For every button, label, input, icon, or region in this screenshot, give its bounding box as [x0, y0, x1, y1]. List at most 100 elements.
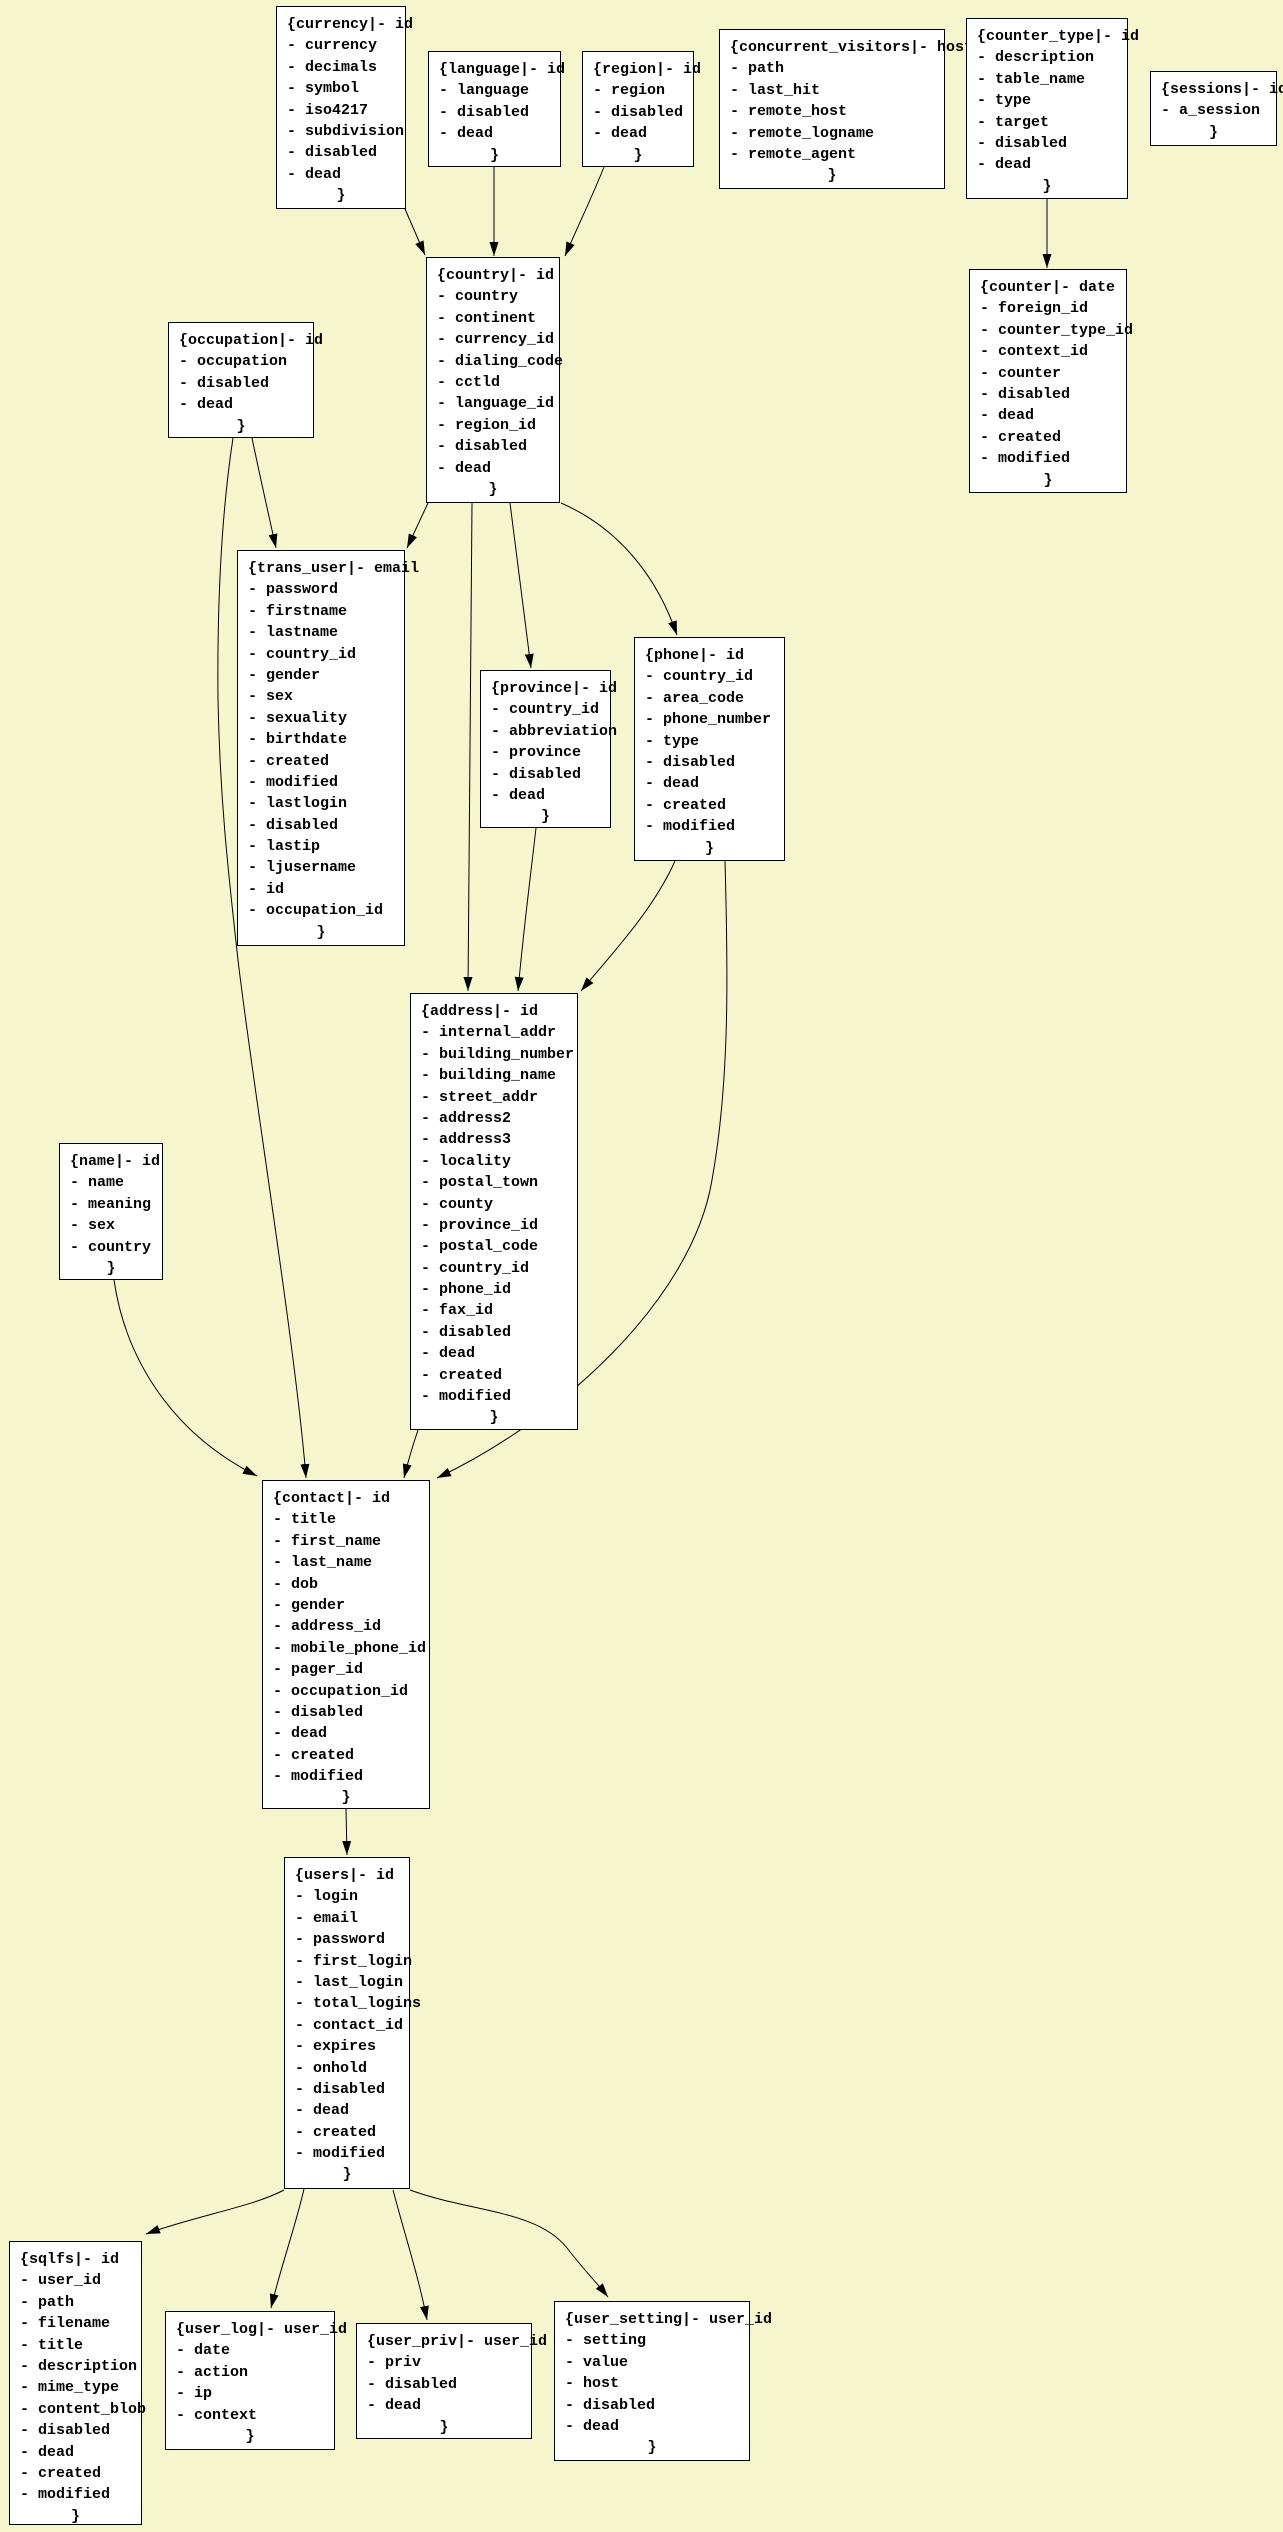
table-address-field-building_number: - building_number — [421, 1045, 575, 1063]
table-sessions-field-a_session: - a_session — [1161, 102, 1261, 120]
table-country-field-currency_id: - currency_id — [437, 331, 555, 349]
table-name-close-brace: } — [106, 1259, 116, 1277]
table-country-field-dead: - dead — [437, 459, 492, 477]
edge-country-to-address — [463, 502, 473, 992]
table-users: {users|- id - login - email - password - fir… — [284, 1857, 421, 2189]
edge-country-to-trans_user — [406, 502, 429, 549]
table-trans_user: {trans_user|- email- password- firstname… — [237, 550, 419, 946]
table-sqlfs-field-dead: - dead — [20, 2443, 75, 2461]
table-sqlfs-field-created: - created — [20, 2464, 102, 2482]
table-counter-field-created: - created — [980, 428, 1062, 446]
table-phone-field-phone_number: - phone_number — [645, 711, 772, 729]
table-trans_user-field-lastname: - lastname — [248, 624, 339, 642]
table-sqlfs-field-user_id: - user_id — [20, 2272, 102, 2290]
table-occupation-close-brace: } — [236, 417, 246, 435]
table-address-field-province_id: - province_id — [421, 1216, 539, 1234]
edge-occupation-to-trans_user — [251, 437, 278, 549]
table-phone-field-type: - type — [645, 732, 700, 750]
table-counter_type-field-dead: - dead — [977, 156, 1032, 174]
table-province-field-dead: - dead — [491, 786, 546, 804]
table-phone-field-country_id: - country_id — [645, 668, 754, 686]
table-occupation-title: {occupation|- id — [179, 332, 324, 349]
table-counter-close-brace: } — [1043, 471, 1053, 489]
table-sessions: {sessions|- id - a_session} — [1150, 71, 1283, 146]
table-contact-close-brace: } — [341, 1789, 351, 1807]
table-users-field-password: - password — [295, 1931, 386, 1949]
table-users-title: {users|- id — [295, 1867, 395, 1884]
table-address-field-building_name: - building_name — [421, 1067, 557, 1085]
table-contact-field-address_id: - address_id — [273, 1618, 382, 1636]
table-contact-field-pager_id: - pager_id — [273, 1661, 364, 1679]
table-trans_user-close-brace: } — [316, 923, 326, 941]
table-concurrent_visitors-field-remote_logname: - remote_logname — [730, 124, 875, 142]
table-occupation-field-occupation: - occupation — [179, 353, 288, 371]
table-trans_user-field-occupation_id: - occupation_id — [248, 902, 384, 920]
edge-name-to-contact — [113, 1279, 258, 1477]
table-address-field-postal_code: - postal_code — [421, 1238, 539, 1256]
table-sessions-close-brace: } — [1208, 123, 1218, 141]
table-trans_user-field-created: - created — [248, 752, 330, 770]
table-trans_user-field-lastip: - lastip — [248, 838, 321, 856]
edge-occupation-to-contact — [217, 437, 310, 1479]
table-language-field-dead: - dead — [439, 125, 494, 143]
table-sessions-title: {sessions|- id — [1161, 81, 1283, 98]
table-trans_user-field-gender: - gender — [248, 666, 321, 684]
table-users-field-modified: - modified — [295, 2145, 386, 2163]
table-user_log-field-action: - action — [176, 2363, 249, 2381]
table-counter_type-field-target: - target — [977, 113, 1050, 131]
table-contact-field-title: - title — [273, 1511, 337, 1529]
table-province-field-disabled: - disabled — [491, 765, 582, 783]
table-counter-field-dead: - dead — [980, 407, 1035, 425]
table-region-field-dead: - dead — [593, 125, 648, 143]
table-occupation: {occupation|- id- occupation- disabled- … — [168, 322, 324, 438]
table-counter_type: {counter_type|- id- description- table_n… — [966, 18, 1139, 199]
edge-currency-to-country — [404, 208, 426, 256]
table-address-close-brace: } — [489, 1409, 499, 1427]
table-concurrent_visitors-close-brace: } — [827, 167, 837, 185]
table-users-field-login: - login — [295, 1888, 359, 1906]
table-address: {address|- id- internal_addr- building_n… — [410, 993, 578, 1430]
table-contact-field-modified: - modified — [273, 1768, 364, 1786]
table-counter-field-context_id: - context_id — [980, 343, 1089, 361]
table-currency-field-iso4217: - iso4217 — [287, 101, 369, 119]
table-users-close-brace: } — [342, 2166, 352, 2184]
table-user_priv-close-brace: } — [439, 2418, 449, 2436]
table-counter_type-field-table_name: - table_name — [977, 70, 1086, 88]
table-sqlfs-field-disabled: - disabled — [20, 2422, 111, 2440]
table-users-field-expires: - expires — [295, 2038, 377, 2056]
table-user_log-close-brace: } — [245, 2427, 255, 2445]
table-users-field-email: - email — [295, 1909, 359, 1927]
table-currency-field-decimals: - decimals — [287, 58, 378, 76]
table-users-field-created: - created — [295, 2123, 377, 2141]
table-currency-title: {currency|- id — [287, 16, 414, 33]
table-sqlfs: {sqlfs|- id- user_id- path- filename- ti… — [9, 2241, 146, 2525]
table-users-field-first_login: - first_login — [295, 1952, 413, 1970]
table-user_setting-field-value: - value — [565, 2353, 629, 2371]
table-province-title: {province|- id — [491, 680, 618, 697]
table-address-field-address2: - address2 — [421, 1109, 512, 1127]
table-contact-field-dob: - dob — [273, 1575, 319, 1593]
table-counter_type-field-disabled: - disabled — [977, 134, 1068, 152]
table-counter-field-counter: - counter — [980, 364, 1062, 382]
table-user_setting-field-disabled: - disabled — [565, 2396, 656, 2414]
table-address-title: {address|- id — [421, 1003, 539, 1020]
table-contact-title: {contact|- id — [273, 1490, 391, 1507]
table-user_log-field-context: - context — [176, 2406, 258, 2424]
table-user_setting: {user_setting|- user_id- setting- value-… — [554, 2301, 772, 2461]
table-language-field-language: - language — [439, 82, 530, 100]
table-counter-field-foreign_id: - foreign_id — [980, 300, 1089, 318]
table-occupation-field-dead: - dead — [179, 396, 234, 414]
table-user_log-field-ip: - ip — [176, 2385, 213, 2403]
table-contact-field-last_name: - last_name — [273, 1554, 373, 1572]
table-phone-field-dead: - dead — [645, 775, 700, 793]
edge-country-to-phone — [560, 502, 678, 636]
table-region-field-region: - region — [593, 82, 666, 100]
table-trans_user-field-lastlogin: - lastlogin — [248, 795, 348, 813]
table-currency-field-symbol: - symbol — [287, 80, 360, 98]
table-name-field-meaning: - meaning — [70, 1195, 152, 1213]
table-address-field-locality: - locality — [421, 1152, 512, 1170]
table-user_log: {user_log|- user_id- date- action- ip- c… — [165, 2311, 347, 2450]
table-contact-field-disabled: - disabled — [273, 1703, 364, 1721]
table-trans_user-field-birthdate: - birthdate — [248, 731, 348, 749]
table-user_priv-field-disabled: - disabled — [367, 2375, 458, 2393]
